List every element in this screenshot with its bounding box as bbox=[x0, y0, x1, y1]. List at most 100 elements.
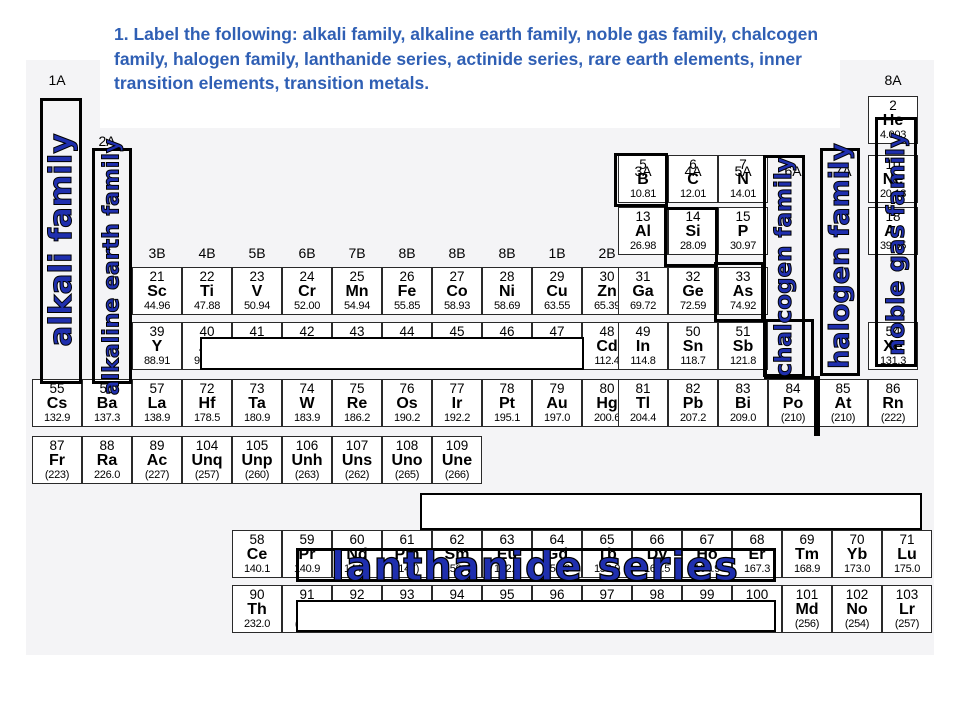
atomic-number: 75 bbox=[349, 381, 365, 396]
atomic-number: 96 bbox=[549, 587, 565, 602]
element-symbol: Cs bbox=[46, 395, 68, 412]
atomic-mass: 173.0 bbox=[843, 563, 871, 575]
atomic-mass: 10.81 bbox=[629, 188, 657, 200]
atomic-mass: 192.2 bbox=[443, 412, 471, 424]
atomic-mass: 114.8 bbox=[630, 355, 656, 367]
group-label: 1A bbox=[48, 72, 66, 88]
atomic-number: 83 bbox=[735, 381, 751, 396]
atomic-number: 56 bbox=[99, 381, 115, 396]
element-symbol: Ta bbox=[248, 395, 266, 412]
atomic-mass: (266) bbox=[444, 469, 470, 481]
atomic-number: 63 bbox=[499, 532, 515, 547]
atomic-number: 21 bbox=[149, 269, 165, 284]
atomic-number: 30 bbox=[599, 269, 615, 284]
atomic-number: 107 bbox=[345, 438, 369, 453]
atomic-mass: 183.9 bbox=[293, 412, 321, 424]
atomic-number: 10 bbox=[885, 157, 901, 172]
atomic-mass: 195.1 bbox=[493, 412, 521, 424]
element-symbol: Y bbox=[151, 338, 163, 355]
element-symbol: Sb bbox=[732, 338, 754, 355]
atomic-number: 85 bbox=[835, 381, 851, 396]
atomic-number: 76 bbox=[399, 381, 415, 396]
atomic-number: 66 bbox=[649, 532, 665, 547]
element-symbol: V bbox=[251, 283, 263, 300]
element-symbol: Ir bbox=[451, 395, 463, 412]
atomic-mass: 54.94 bbox=[343, 300, 371, 312]
element-symbol: Ni bbox=[499, 283, 515, 300]
element-symbol: Tl bbox=[635, 395, 651, 412]
atomic-number: 87 bbox=[49, 438, 65, 453]
element-symbol: Ar bbox=[884, 223, 902, 240]
atomic-number: 18 bbox=[885, 209, 901, 224]
atomic-number: 72 bbox=[199, 381, 215, 396]
group-label: 5B bbox=[248, 245, 266, 261]
element-symbol: Co bbox=[446, 283, 468, 300]
atomic-number: 46 bbox=[499, 324, 515, 339]
atomic-mass: 186.2 bbox=[343, 412, 371, 424]
atomic-number: 57 bbox=[149, 381, 165, 396]
element-symbol: He bbox=[882, 112, 904, 129]
atomic-number: 109 bbox=[445, 438, 469, 453]
atomic-mass: 30.97 bbox=[729, 240, 757, 252]
atomic-number: 28 bbox=[499, 269, 515, 284]
atomic-mass: 140.9 bbox=[293, 563, 321, 575]
atomic-number: 32 bbox=[685, 269, 701, 284]
atomic-number: 31 bbox=[635, 269, 651, 284]
atomic-mass: 178.5 bbox=[193, 412, 221, 424]
element-symbol: Si bbox=[685, 223, 701, 240]
atomic-mass: 50.94 bbox=[243, 300, 271, 312]
atomic-mass: (210) bbox=[780, 412, 806, 424]
group-label: 7A bbox=[834, 163, 852, 179]
atomic-number: 54 bbox=[885, 324, 901, 339]
chalcogen-family-box bbox=[763, 155, 805, 377]
atomic-mass: 200.6 bbox=[593, 412, 621, 424]
atomic-number: 82 bbox=[685, 381, 701, 396]
group-label: 6B bbox=[298, 245, 316, 261]
atomic-number: 93 bbox=[399, 587, 415, 602]
atomic-mass: 209.0 bbox=[729, 412, 757, 424]
element-symbol: Une bbox=[441, 452, 473, 469]
atomic-mass: (227) bbox=[144, 469, 170, 481]
atomic-number: 77 bbox=[449, 381, 465, 396]
atomic-mass: 72.59 bbox=[679, 300, 707, 312]
atomic-number: 79 bbox=[549, 381, 565, 396]
atomic-mass: 26.98 bbox=[629, 240, 657, 252]
group-label: 8A bbox=[884, 72, 902, 88]
atomic-number: 43 bbox=[349, 324, 365, 339]
atomic-number: 2 bbox=[889, 98, 897, 113]
atomic-mass: 44.96 bbox=[143, 300, 171, 312]
atomic-mass: 138.9 bbox=[143, 412, 171, 424]
atomic-number: 100 bbox=[745, 587, 769, 602]
atomic-number: 108 bbox=[395, 438, 419, 453]
atomic-number: 42 bbox=[299, 324, 315, 339]
element-symbol: B bbox=[637, 171, 649, 188]
atomic-mass: 167.3 bbox=[743, 563, 771, 575]
element-symbol: Rn bbox=[882, 395, 904, 412]
atomic-number: 97 bbox=[599, 587, 615, 602]
element-symbol: As bbox=[732, 283, 754, 300]
atomic-mass: (210) bbox=[830, 412, 856, 424]
element-symbol: Bi bbox=[735, 395, 751, 412]
element-symbol: Os bbox=[396, 395, 418, 412]
